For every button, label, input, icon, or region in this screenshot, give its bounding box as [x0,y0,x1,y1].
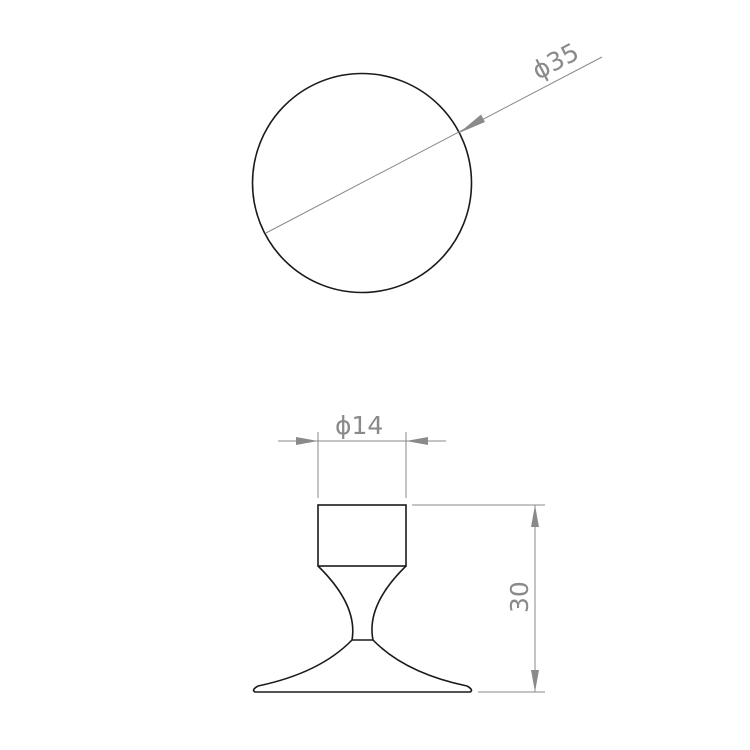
knob-stem [317,504,407,567]
knob-neck-left [317,565,354,641]
diameter-label-35: ϕ35 [527,37,583,85]
height-arrowhead-bottom [531,670,539,692]
diameter-arrowhead [459,114,485,133]
knob-top-outline [251,72,473,294]
knob-neck-right [371,565,407,641]
top-view: ϕ35 [251,37,603,294]
stem-diameter-label-14: ϕ14 [335,411,383,440]
side-view: ϕ14 30 [252,411,545,693]
knob-base-flange [252,685,473,693]
height-arrowhead-top [531,505,539,527]
stem-arrowhead-left [296,437,318,445]
knob-base-left-curve [257,639,353,687]
knob-base-right-curve [372,639,468,687]
stem-arrowhead-right [406,437,428,445]
height-label-30: 30 [505,581,534,613]
diameter-leader-line [265,56,603,234]
